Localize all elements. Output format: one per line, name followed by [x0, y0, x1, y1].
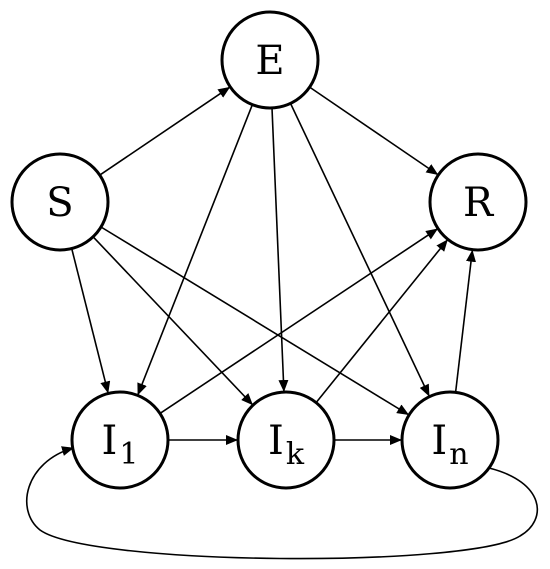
- node-s: S: [10, 152, 110, 252]
- edge-ik-to-r: [315, 239, 448, 404]
- node-e-circle: [220, 10, 320, 110]
- node-in-subscript: n: [449, 437, 468, 472]
- edge-e-to-in: [289, 103, 430, 397]
- node-r-circle: [428, 152, 528, 252]
- edge-e-to-r: [309, 86, 439, 176]
- node-s-label: S: [46, 180, 73, 226]
- node-in: In: [400, 390, 500, 490]
- node-ik-circle: [236, 390, 336, 490]
- node-r-label: R: [463, 180, 495, 226]
- node-i1-subscript: 1: [119, 437, 138, 472]
- nodes: S E R I1 Ik: [10, 10, 528, 490]
- edge-e-to-ik: [271, 107, 289, 392]
- svg-text:S: S: [46, 180, 73, 226]
- edge-s-to-in: [100, 226, 410, 416]
- node-s-circle: [10, 152, 110, 252]
- node-i1: I1: [70, 390, 170, 490]
- node-r: R: [428, 152, 528, 252]
- node-in-circle: [400, 390, 500, 490]
- edge-in-to-i1: [25, 446, 539, 560]
- node-ik: Ik: [236, 390, 336, 490]
- edge-i1-to-r: [159, 228, 439, 415]
- svg-text:I1: I1: [102, 418, 139, 472]
- edge-s-to-i1: [70, 248, 111, 394]
- node-in-label: I: [431, 418, 447, 464]
- node-ik-subscript: k: [286, 437, 305, 472]
- node-e-label: E: [255, 38, 284, 84]
- edge-e-to-i1: [137, 104, 254, 396]
- edge-in-to-r: [454, 249, 476, 393]
- svg-text:E: E: [255, 38, 284, 84]
- svg-text:R: R: [463, 180, 495, 226]
- svg-text:In: In: [431, 418, 468, 472]
- edge-s-to-e: [99, 86, 231, 176]
- node-ik-label: I: [268, 418, 284, 464]
- node-e: E: [220, 10, 320, 110]
- edge-s-to-ik: [92, 236, 253, 406]
- node-i1-circle: [70, 390, 170, 490]
- edges: [25, 86, 539, 560]
- node-i1-label: I: [102, 418, 118, 464]
- svg-text:Ik: Ik: [268, 418, 305, 472]
